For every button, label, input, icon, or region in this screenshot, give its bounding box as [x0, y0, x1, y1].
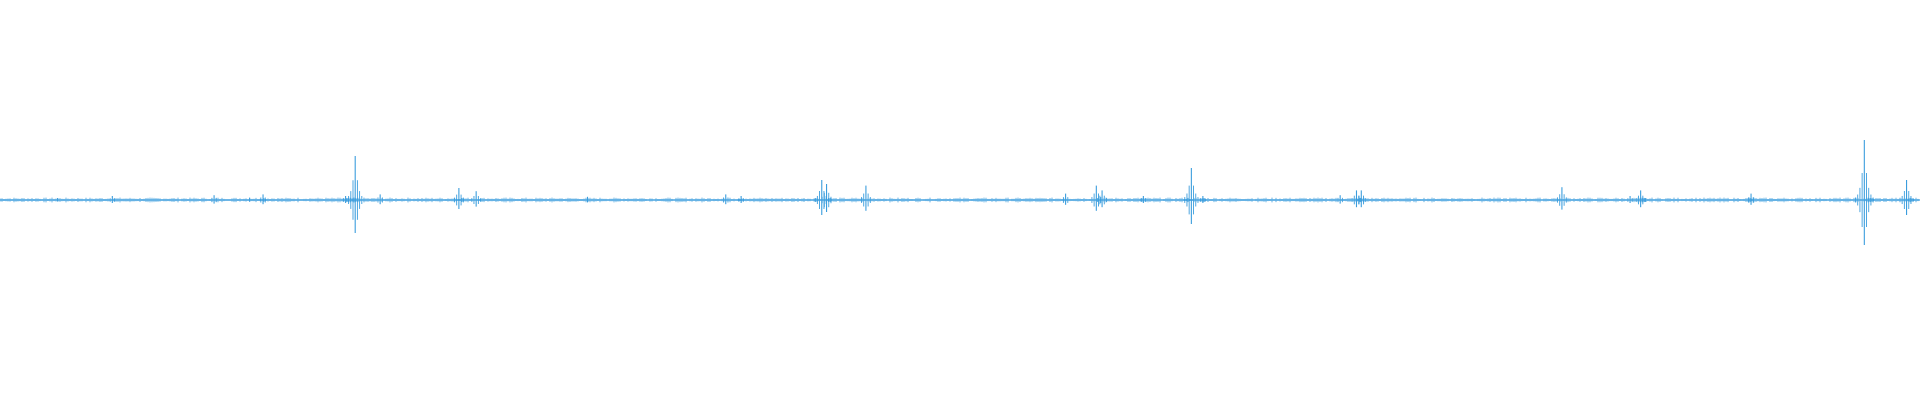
waveform-peaks — [57, 140, 1914, 245]
